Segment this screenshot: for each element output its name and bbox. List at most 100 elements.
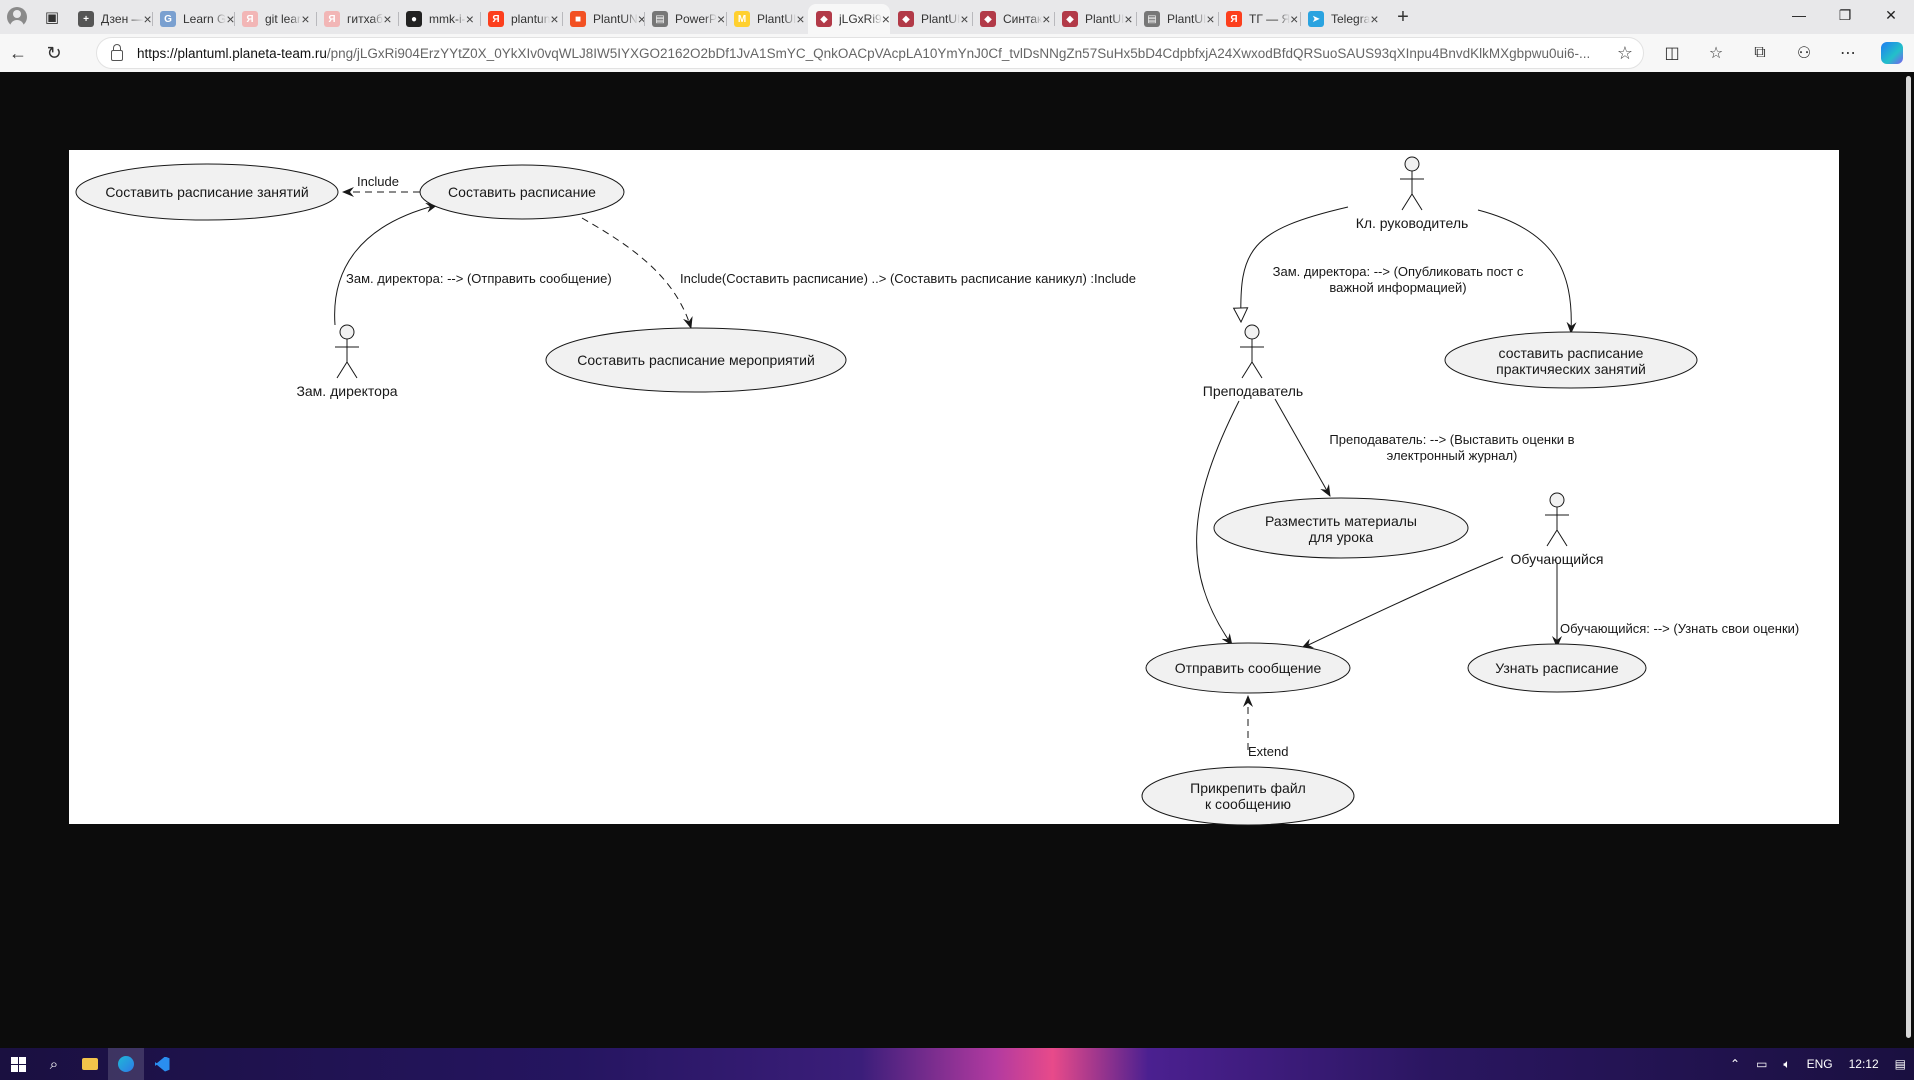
restore-button[interactable]: ❐ (1838, 6, 1852, 23)
close-tab-icon[interactable]: × (1370, 11, 1379, 27)
close-tab-icon[interactable]: × (717, 11, 726, 27)
usecase-sched-practice-label-1: составить расписание (1499, 345, 1644, 361)
powerpoint-icon: ▤ (1144, 11, 1160, 27)
actor-prep-label: Преподаватель (1203, 383, 1303, 399)
edge-label-kl-post-1: Зам. директора: --> (Опубликовать пост с (1273, 264, 1524, 279)
usecase-send-msg-label: Отправить сообщение (1175, 660, 1322, 676)
close-tab-icon[interactable]: × (143, 11, 152, 27)
refresh-button[interactable]: ↻ (46, 42, 62, 63)
collections-button[interactable]: ⧉ (1754, 44, 1766, 61)
close-tab-icon[interactable]: × (881, 11, 890, 27)
tab-7[interactable]: ▤PowerP× (644, 4, 726, 34)
close-tab-icon[interactable]: × (637, 11, 646, 27)
tab-10[interactable]: ◆PlantUI× (890, 4, 972, 34)
close-tab-icon[interactable]: × (550, 11, 559, 27)
github-icon: ● (406, 11, 422, 27)
tab-title: PlantUI (921, 12, 961, 26)
url-path: /png/jLGxRi904ErzYYtZ0X_0YkXIv0vqWLJ8IW5… (326, 45, 1591, 61)
tab-15[interactable]: ➤Telegra× (1300, 4, 1382, 34)
edge-prep-materials (1274, 398, 1331, 497)
notifications-icon[interactable]: ▤ (1894, 1057, 1906, 1071)
miro-icon: M (734, 11, 750, 27)
address-bar[interactable]: https://plantuml.planeta-team.ru/png/jLG… (96, 37, 1644, 69)
tab-6[interactable]: ■PlantUN× (562, 4, 646, 34)
lock-icon[interactable] (111, 43, 123, 61)
file-explorer-icon[interactable] (72, 1048, 108, 1080)
edge-label-prep-grades-1: Преподаватель: --> (Выставить оценки в (1329, 432, 1574, 447)
close-tab-icon[interactable]: × (1124, 11, 1133, 27)
usecase-sched-events (545, 327, 847, 393)
tab-title: PlantUN (593, 12, 638, 26)
close-window-button[interactable]: ✕ (1885, 6, 1897, 23)
tab-12[interactable]: ◆PlantUI× (1054, 4, 1136, 34)
close-tab-icon[interactable]: × (796, 11, 805, 27)
tab-title: mmk-i- (429, 12, 466, 26)
favorite-star-icon[interactable]: ☆ (1616, 43, 1633, 63)
start-button[interactable] (0, 1048, 36, 1080)
page-scrollbar[interactable] (1904, 72, 1912, 1050)
close-tab-icon[interactable]: × (383, 11, 392, 27)
favorites-button[interactable]: ☆ (1708, 45, 1724, 62)
tab-0[interactable]: +Дзен —× (70, 4, 152, 34)
more-menu-button[interactable]: ⋯ (1840, 45, 1856, 62)
usecase-sched-classes-label: Составить расписание занятий (105, 184, 308, 200)
close-tab-icon[interactable]: × (1290, 11, 1299, 27)
dzen-icon: + (78, 11, 94, 27)
scrollbar-thumb[interactable] (1906, 76, 1911, 1038)
close-tab-icon[interactable]: × (301, 11, 310, 27)
tray-expand-icon[interactable]: ⌃ (1730, 1057, 1741, 1071)
new-tab-button[interactable]: + (1397, 5, 1409, 28)
actor-prep-figure-icon (1240, 324, 1264, 379)
yandex-icon: Я (242, 11, 258, 27)
url-text[interactable]: https://plantuml.planeta-team.ru/png/jLG… (137, 46, 1607, 61)
tab-9[interactable]: ◆jLGxRi9× (808, 4, 890, 34)
back-button[interactable]: ← (9, 42, 27, 63)
close-tab-icon[interactable]: × (465, 11, 474, 27)
tab-4[interactable]: ● mmk-i-× (398, 4, 480, 34)
vscode-icon[interactable] (144, 1048, 180, 1080)
tab-1[interactable]: G Learn G× (152, 4, 235, 34)
copilot-icon[interactable] (1881, 42, 1903, 64)
tab-11[interactable]: ◆Синтак× (972, 4, 1054, 34)
avatar-icon (7, 7, 27, 30)
close-tab-icon[interactable]: × (1206, 11, 1215, 27)
usecase-learn-sched-label: Узнать расписание (1495, 660, 1619, 676)
close-tab-icon[interactable]: × (226, 11, 235, 27)
edge-label-obuch-grades: Обучающийся: --> (Узнать свои оценки) (1560, 621, 1799, 636)
volume-icon[interactable]: 🔈︎ (1783, 1056, 1791, 1071)
usecase-send-msg (1145, 642, 1351, 694)
profile-button[interactable] (0, 0, 34, 34)
usecase-sched-practice (1444, 331, 1698, 389)
language-indicator[interactable]: ENG (1806, 1057, 1833, 1071)
usecase-sched (419, 164, 625, 220)
tab-13[interactable]: ▤PlantUI× (1136, 4, 1218, 34)
close-tab-icon[interactable]: × (1042, 11, 1051, 27)
edge-label-extend: Extend (1248, 744, 1288, 759)
usecase-materials (1213, 497, 1469, 559)
edge-zam-sched (334, 202, 438, 326)
split-screen-button[interactable]: ◫ (1664, 45, 1680, 62)
extensions-button[interactable]: ⚇ (1796, 45, 1812, 62)
windows-taskbar: ⌕ ⌃ ▭ 🔈︎ ENG 12:12 ▤ (0, 1048, 1914, 1080)
edge-browser-icon[interactable] (108, 1048, 144, 1080)
tab-actions-button[interactable]: ▣ (44, 9, 60, 26)
learn-git-icon: G (160, 11, 176, 27)
edge-label-include: Include (357, 174, 399, 189)
actor-zam-figure-icon (335, 324, 359, 379)
tab-title: Синтак (1003, 12, 1043, 26)
edge-include-events (581, 217, 693, 329)
network-icon[interactable]: ▭ (1756, 1057, 1768, 1071)
clock[interactable]: 12:12 (1848, 1057, 1879, 1071)
tab-title: Learn G (183, 12, 227, 26)
usecase-diagram-image: Зам. директора Кл. руководитель Преподав… (69, 150, 1839, 826)
edge-label-include-long: Include(Составить расписание) ..> (Соста… (680, 271, 1136, 286)
close-tab-icon[interactable]: × (960, 11, 969, 27)
minimize-button[interactable]: — (1792, 7, 1806, 23)
search-button[interactable]: ⌕ (49, 1055, 59, 1073)
actor-zam-label: Зам. директора (296, 383, 397, 399)
